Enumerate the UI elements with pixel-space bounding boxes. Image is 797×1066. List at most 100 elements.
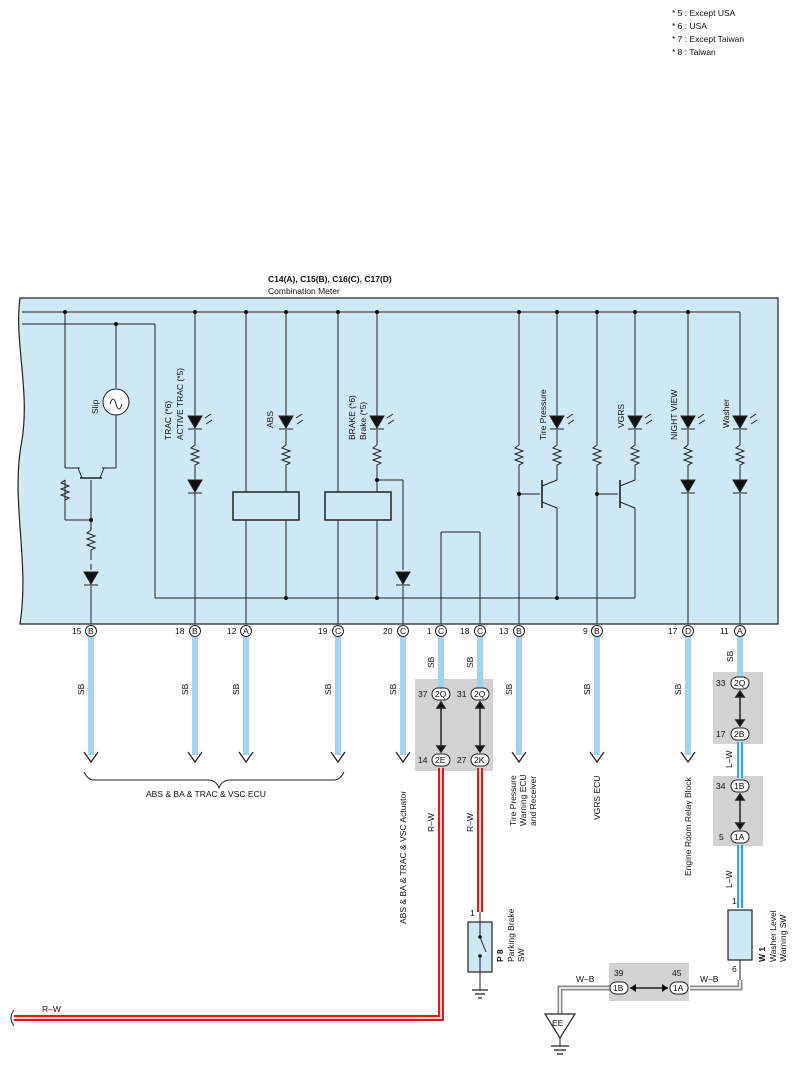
svg-text:17: 17: [668, 626, 678, 636]
svg-text:B: B: [88, 626, 94, 636]
svg-text:2Q: 2Q: [435, 689, 447, 699]
combination-meter-box: [17, 297, 779, 625]
abs-ecu-brace: [83, 771, 345, 790]
relay-block-label: Engine Room Relay Block: [683, 777, 693, 876]
meter-name: Combination Meter: [268, 286, 340, 296]
pin-20c: 20 C: [383, 625, 409, 637]
washer-label: Washer: [721, 399, 731, 428]
tire-ecu-label-2: Warning ECU: [518, 774, 528, 826]
led-icons: [187, 415, 748, 430]
svg-text:C: C: [477, 626, 483, 636]
notes-legend: * 5 : Except USA * 6 : USA * 7 : Except …: [672, 8, 744, 57]
svg-text:2E: 2E: [435, 755, 446, 765]
svg-text:11: 11: [720, 626, 729, 636]
svg-text:SB: SB: [673, 683, 683, 695]
svg-text:C: C: [400, 626, 406, 636]
svg-text:27: 27: [457, 755, 467, 765]
tire-led-icon: [549, 415, 565, 429]
junction-pins-bottom: 39 1B 45 1A: [609, 968, 689, 995]
meter-pins: 15 B 18 B 12 A 19 C 20 C 1 C: [72, 625, 746, 637]
junction-pins-middle: 37 2Q 31 2Q 14 2E 27 2K: [418, 687, 490, 767]
pin-1c: 1 C: [427, 625, 447, 637]
rw-label-3: R–W: [42, 1004, 61, 1014]
actuator-label: ABS & BA & TRAC & VSC Actuator: [398, 791, 408, 924]
junction-links-middle: [435, 700, 486, 754]
brake-led-icon: [369, 415, 385, 429]
brake-gauge-block: [324, 491, 392, 521]
tire-ecu-label-1: Tire Pressure: [508, 775, 518, 826]
svg-text:2K: 2K: [474, 755, 485, 765]
svg-text:SB: SB: [465, 656, 475, 668]
svg-text:1: 1: [470, 908, 475, 918]
note-3: * 7 : Except Taiwan: [672, 34, 744, 44]
svg-text:13: 13: [499, 626, 509, 636]
svg-text:9: 9: [583, 626, 588, 636]
tire-pressure-label: Tire Pressure: [538, 389, 548, 440]
trac-label-1: TRAC (*6): [163, 401, 173, 440]
svg-text:34: 34: [716, 781, 726, 791]
svg-text:SB: SB: [231, 683, 241, 695]
svg-text:31: 31: [457, 689, 467, 699]
svg-text:P 8: P 8: [495, 949, 505, 962]
svg-text:45: 45: [672, 968, 682, 978]
pin-17d: 17 D: [668, 625, 694, 637]
svg-text:1: 1: [427, 626, 432, 636]
svg-text:18: 18: [460, 626, 470, 636]
rw-label-1: R–W: [426, 813, 436, 832]
wb-label-2: W–B: [576, 974, 595, 984]
lw-label-2: L–W: [724, 871, 734, 888]
svg-text:20: 20: [383, 626, 393, 636]
abs-gauge-block: [232, 491, 300, 521]
svg-text:EE: EE: [552, 1018, 564, 1028]
lamp-labels: Slip TRAC (*6) ACTIVE TRAC (*5) ABS BRAK…: [90, 368, 731, 440]
sb-wires: [88, 637, 743, 755]
svg-text:SB: SB: [323, 683, 333, 695]
meter-code: C14(A), C15(B), C16(C), C17(D): [268, 274, 392, 284]
diodes: [83, 479, 748, 586]
junction-links-right: [734, 689, 746, 831]
meter-internal-wiring: [22, 311, 741, 624]
svg-text:37: 37: [418, 689, 428, 699]
svg-text:33: 33: [716, 678, 726, 688]
wb-wire: [557, 980, 743, 1014]
vgrs-label: VGRS: [616, 404, 626, 428]
junction-dots: [63, 310, 690, 600]
pin-18c: 18 C: [460, 625, 486, 637]
resistors: [59, 444, 746, 560]
slip-label: Slip: [90, 400, 100, 414]
pin-9b: 9 B: [583, 625, 603, 637]
pin-13b: 13 B: [499, 625, 525, 637]
svg-text:B: B: [192, 626, 198, 636]
svg-text:18: 18: [175, 626, 185, 636]
pin-15b: 15 B: [72, 625, 97, 637]
svg-text:SB: SB: [426, 656, 436, 668]
svg-text:1A: 1A: [734, 832, 745, 842]
svg-text:SB: SB: [76, 683, 86, 695]
trac-label-2: ACTIVE TRAC (*5): [175, 368, 185, 440]
tire-ecu-label-3: and Receiver: [528, 776, 538, 826]
svg-text:2Q: 2Q: [734, 678, 746, 688]
led-rays: [204, 413, 758, 425]
rw-wires: [10, 768, 483, 1027]
svg-text:A: A: [737, 626, 743, 636]
washer-level-switch: 1 6 W 1 Washer Level Warning SW: [727, 896, 788, 980]
svg-text:B: B: [594, 626, 600, 636]
svg-text:SB: SB: [180, 683, 190, 695]
svg-text:SB: SB: [582, 683, 592, 695]
pin-19c: 19 C: [318, 625, 344, 637]
svg-text:W 1: W 1: [757, 947, 767, 962]
svg-text:2Q: 2Q: [474, 689, 486, 699]
svg-text:SB: SB: [388, 683, 398, 695]
note-4: * 8 : Taiwan: [672, 47, 716, 57]
abs-ecu-label: ABS & BA & TRAC & VSC ECU: [146, 789, 266, 799]
pin-12a: 12 A: [227, 625, 252, 637]
night-view-label: NIGHT VIEW: [669, 390, 679, 440]
ground-ee-icon: EE: [543, 1013, 577, 1055]
slip-bulb-icon: [102, 388, 130, 416]
svg-text:Warning SW: Warning SW: [778, 915, 788, 962]
svg-text:2B: 2B: [734, 729, 745, 739]
abs-label: ABS: [265, 411, 275, 428]
svg-text:Washer Level: Washer Level: [768, 910, 778, 962]
svg-text:14: 14: [418, 755, 428, 765]
note-2: * 6 : USA: [672, 21, 707, 31]
